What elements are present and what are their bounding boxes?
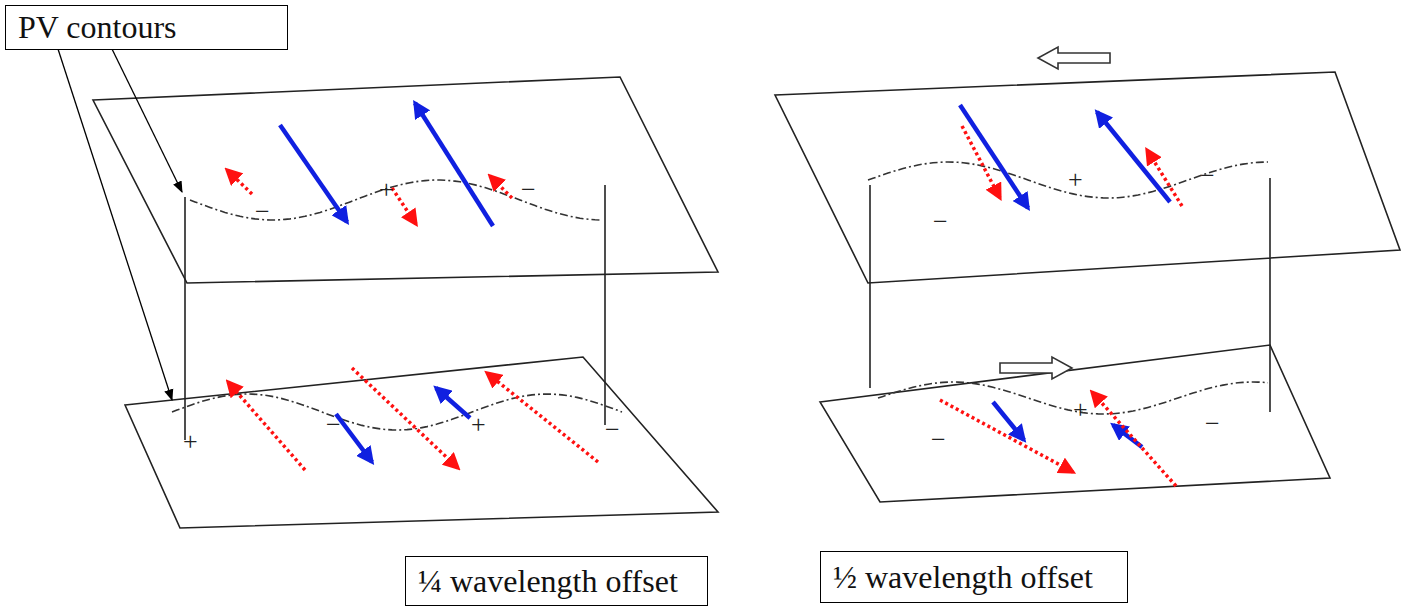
text-box: ¼ wavelength offset <box>405 556 708 606</box>
leader-line <box>58 49 182 400</box>
pv-contour <box>868 162 1268 198</box>
pv-sign: − <box>929 427 948 453</box>
pv-sign: − <box>253 199 272 225</box>
box-label: ¼ wavelength offset <box>418 563 678 600</box>
pv-sign: − <box>931 209 950 235</box>
hollow-arrow <box>1000 47 1110 379</box>
pv-sign: − <box>1198 163 1217 189</box>
pv-contour <box>172 162 1268 430</box>
pv-sign: − <box>1203 411 1222 437</box>
pv-sign: − <box>324 412 343 438</box>
pv-sign: − <box>603 417 622 443</box>
pv-sign: + <box>469 412 488 438</box>
box-label: ½ wavelength offset <box>833 559 1093 596</box>
induced-arrow <box>227 126 1182 486</box>
pv-sign: + <box>377 177 396 203</box>
text-box: ½ wavelength offset <box>820 551 1128 603</box>
box-label: PV contours <box>18 9 177 46</box>
pv-sign: + <box>1071 397 1090 423</box>
text-box: PV contours <box>5 5 288 50</box>
pv-sign: + <box>181 429 200 455</box>
planes <box>93 72 1400 528</box>
pv-contour <box>190 180 600 220</box>
pv-sign: + <box>1066 167 1085 193</box>
wind-arrow <box>280 103 1170 462</box>
pv-sign: − <box>519 177 538 203</box>
